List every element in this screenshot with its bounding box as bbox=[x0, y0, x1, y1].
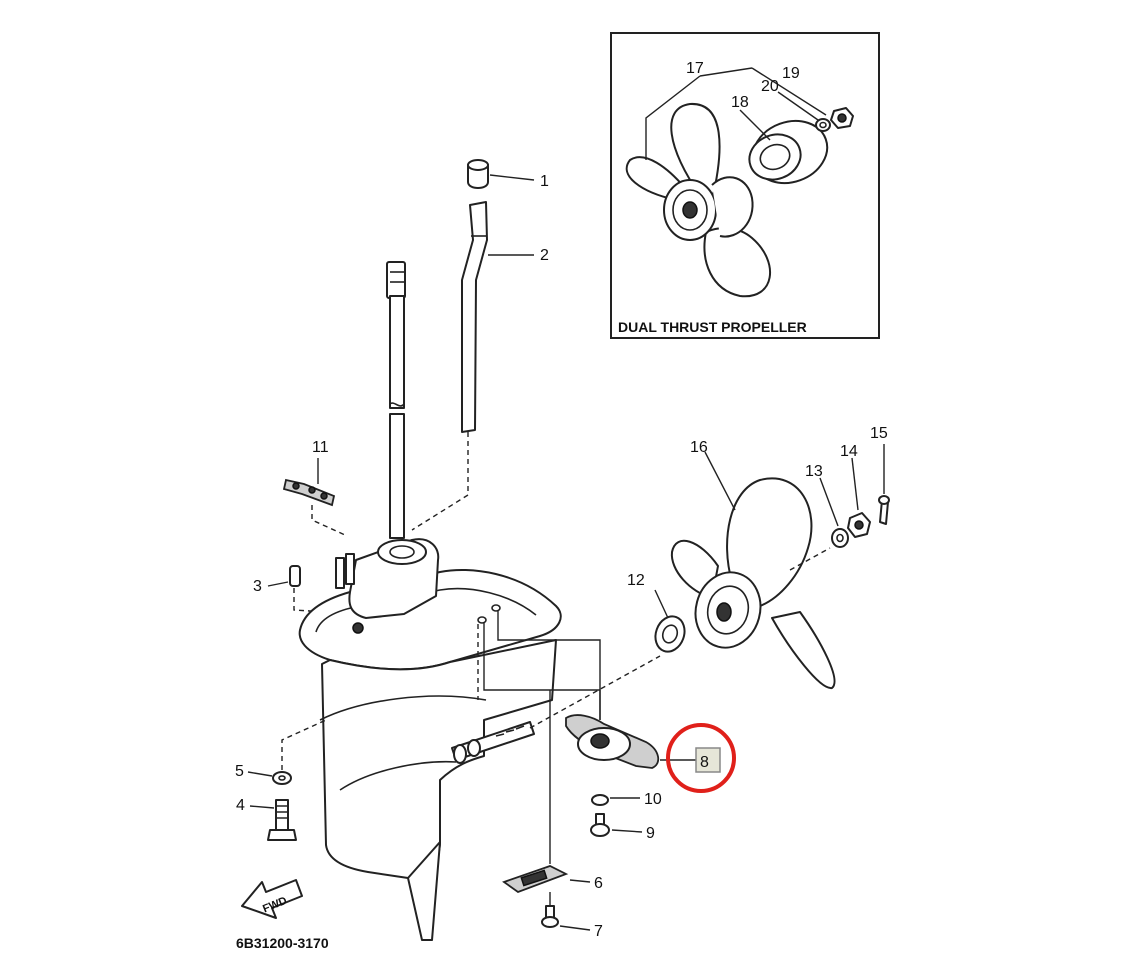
mount-holes bbox=[477, 604, 501, 700]
part-11-shift-link: 11 bbox=[282, 439, 346, 536]
callout-8-box bbox=[695, 747, 721, 773]
part-14-nut: 14 bbox=[840, 443, 871, 538]
callout-8: 8 bbox=[700, 754, 709, 771]
part-3-dowel-pin: 3 bbox=[253, 565, 327, 613]
diagram-code: 6B31200-3170 bbox=[236, 935, 329, 951]
callout-9: 9 bbox=[646, 825, 655, 842]
callout-15: 15 bbox=[870, 425, 888, 442]
part-10-washer: 10 bbox=[591, 791, 662, 808]
callout-5: 5 bbox=[235, 763, 244, 780]
part-15-cotter-pin: 15 bbox=[870, 425, 890, 525]
lower-unit-case bbox=[298, 538, 562, 941]
callout-13: 13 bbox=[805, 463, 823, 480]
callout-10: 10 bbox=[644, 791, 662, 808]
callout-16: 16 bbox=[690, 439, 708, 456]
callout-11: 11 bbox=[312, 439, 329, 456]
part-1-grommet: 1 bbox=[467, 159, 549, 190]
part-13-washer: 13 bbox=[805, 463, 849, 548]
callout-3: 3 bbox=[253, 578, 262, 595]
part-9-bolt: 9 bbox=[590, 813, 655, 842]
callout-14: 14 bbox=[840, 443, 858, 460]
drive-shaft bbox=[386, 261, 406, 539]
part-5-washer: 5 bbox=[235, 719, 327, 785]
callout-2: 2 bbox=[540, 247, 549, 264]
highlight-ring bbox=[666, 723, 736, 793]
callout-4: 4 bbox=[236, 797, 245, 814]
part-8-trim-tab: 8 bbox=[483, 610, 736, 793]
callout-19: 19 bbox=[782, 65, 800, 82]
callout-17: 17 bbox=[686, 60, 704, 77]
part-6-anode: 6 bbox=[502, 690, 603, 894]
part-16-propeller: 16 bbox=[670, 439, 836, 689]
inset-caption: DUAL THRUST PROPELLER bbox=[618, 319, 807, 335]
part-12-thrust-washer: 12 bbox=[627, 572, 686, 653]
inset-dual-thrust-propeller: 17 18 19 20 DUAL THRUST PROPELLER bbox=[610, 32, 880, 339]
callout-20: 20 bbox=[761, 78, 779, 95]
fwd-arrow-icon: FWD bbox=[241, 879, 303, 919]
callout-7: 7 bbox=[594, 923, 603, 940]
callout-12: 12 bbox=[627, 572, 645, 589]
callout-1: 1 bbox=[540, 173, 549, 190]
callout-6: 6 bbox=[594, 875, 603, 892]
part-2-water-tube: 2 bbox=[411, 201, 549, 531]
callout-18: 18 bbox=[731, 94, 749, 111]
part-4-bolt: 4 bbox=[236, 797, 297, 841]
part-7-bolt: 7 bbox=[541, 892, 603, 940]
